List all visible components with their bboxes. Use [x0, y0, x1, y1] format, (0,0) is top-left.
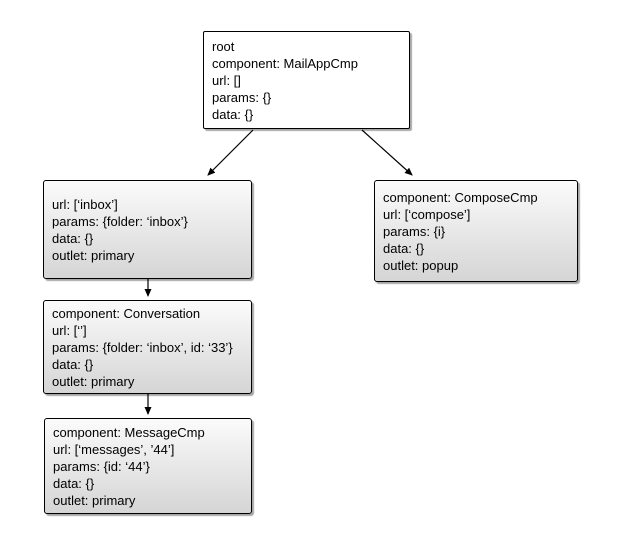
node-root-params: params: {}	[212, 89, 272, 105]
node-conversation-route: component: Conversation url: [‘’] params…	[43, 300, 252, 394]
node-root-data: data: {}	[212, 106, 254, 122]
node-message-component: component: MessageCmp	[53, 424, 205, 440]
node-message-params: params: {id: ‘44’}	[53, 458, 150, 474]
node-conversation-data: data: {}	[52, 356, 94, 372]
node-compose-outlet: outlet: popup	[383, 257, 459, 273]
node-root: root component: MailAppCmp url: [] param…	[203, 31, 410, 129]
edge-root-to-inbox-arrow	[207, 129, 254, 176]
edge-root-to-compose-arrow	[361, 129, 413, 176]
node-message-outlet: outlet: primary	[53, 492, 136, 508]
node-conversation-params: params: {folder: ‘inbox’, id: ‘33’}	[52, 339, 233, 355]
node-conversation-component: component: Conversation	[52, 305, 201, 321]
node-inbox-params: params: {folder: ‘inbox’}	[52, 213, 188, 229]
node-compose-component: component: ComposeCmp	[383, 189, 538, 205]
node-compose-route: component: ComposeCmp url: [‘compose’] p…	[374, 180, 578, 282]
node-compose-data: data: {}	[383, 240, 425, 256]
node-compose-params: params: {i}	[383, 223, 446, 239]
node-inbox-url: url: [‘inbox’]	[52, 196, 118, 212]
node-inbox-data: data: {}	[52, 230, 94, 246]
node-inbox-route: url: [‘inbox’] params: {folder: ‘inbox’}…	[43, 180, 252, 279]
node-message-data: data: {}	[53, 475, 95, 491]
node-inbox-outlet: outlet: primary	[52, 247, 135, 263]
node-root-url: url: []	[212, 72, 241, 88]
node-conversation-outlet: outlet: primary	[52, 373, 135, 389]
node-compose-url: url: [‘compose’]	[383, 206, 471, 222]
node-root-component: component: MailAppCmp	[212, 55, 358, 71]
node-conversation-url: url: [‘’]	[52, 322, 87, 338]
node-message-route: component: MessageCmp url: [‘messages’, …	[44, 418, 252, 514]
node-root-name: root	[212, 38, 235, 54]
node-message-url: url: [‘messages’, ’44’]	[53, 441, 175, 457]
